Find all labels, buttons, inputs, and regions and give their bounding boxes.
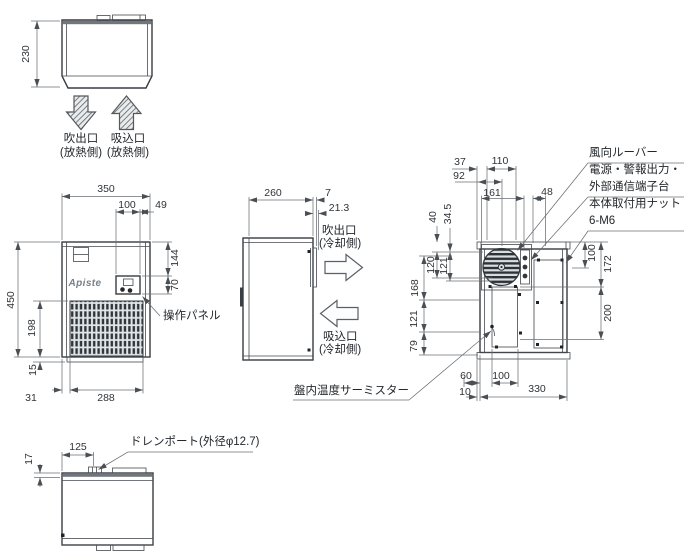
label-cool-side-1: (冷却側)	[319, 238, 362, 250]
label-cool-side-2: (冷却側)	[319, 344, 362, 356]
dim-rear-bottom-1: 60	[460, 369, 472, 382]
airflow-arrows-heat-side	[65, 95, 143, 131]
dim-side-louver-depth: 21.3	[328, 201, 350, 214]
dim-bottom-drain-offset: 125	[69, 440, 87, 453]
label-outlet-heat: 吹出口	[63, 133, 99, 145]
top-view-outline	[31, 14, 153, 89]
callout-mounting-nut: 本体取付用ナット	[589, 198, 681, 210]
label-heat-side-1: (放熱側)	[59, 147, 103, 159]
dim-rear-right-3: 200	[601, 304, 614, 322]
callout-terminal-line1: 電源・警報出力・	[589, 164, 681, 176]
dim-rear-left-1: 40	[426, 211, 439, 223]
dim-front-panel-width: 100	[118, 198, 136, 211]
dim-rear-bottom-2: 10	[459, 385, 471, 398]
rear-view-outline	[293, 162, 684, 401]
dim-front-panel-top: 144	[168, 249, 181, 267]
label-inlet-cool: 吸込口	[323, 331, 358, 343]
terminal-block	[520, 249, 530, 285]
dim-front-grille-height: 198	[25, 319, 38, 337]
airflow-out-down-arrow-icon	[65, 95, 97, 131]
drain-port	[88, 466, 102, 474]
dim-rear-right-2: 172	[601, 255, 614, 273]
dim-top-height: 230	[19, 45, 32, 63]
callout-louver: 風向ルーバー	[589, 147, 658, 159]
brand-logo: Apiste	[68, 278, 102, 289]
dim-front-height: 450	[4, 291, 17, 309]
front-view-outline	[14, 193, 172, 394]
callout-terminal-line2: 外部通信端子台	[589, 181, 670, 193]
dim-side-gap: 7	[325, 186, 331, 199]
dim-rear-left-2: 34.5	[441, 203, 454, 225]
vent-grille	[69, 300, 144, 357]
dim-rear-bottom-4: 330	[528, 382, 546, 395]
dim-front-base-height: 15	[26, 364, 39, 376]
dim-rear-left-3: 120	[424, 256, 437, 274]
airflow-out-right-arrow-icon	[324, 253, 364, 282]
dim-side-depth: 260	[264, 186, 282, 199]
bottom-view-outline	[34, 451, 253, 551]
dim-rear-bottom-3: 100	[492, 369, 510, 382]
operation-panel	[115, 275, 141, 295]
airflow-in-left-arrow-icon	[319, 299, 359, 328]
dim-front-grille-width: 288	[97, 391, 115, 404]
label-heat-side-2: (放熱側)	[106, 147, 150, 159]
dim-rear-top-2: 110	[491, 154, 509, 167]
side-view-outline	[240, 197, 364, 361]
dim-front-left-offset: 31	[25, 391, 37, 404]
dim-rear-right-1: 100	[585, 244, 598, 262]
dim-front-width: 350	[97, 182, 115, 195]
label-outlet-cool: 吹出口	[322, 225, 357, 237]
air-louver	[481, 244, 532, 291]
dim-rear-top-3: 92	[453, 169, 465, 182]
dim-rear-top-4: 161	[483, 186, 501, 199]
callout-operation-panel: 操作パネル	[163, 310, 221, 322]
thermistor-mark	[490, 324, 495, 337]
dim-front-panel-height: 70	[168, 279, 181, 291]
dim-bottom-drain-height: 17	[22, 453, 35, 465]
airflow-in-up-arrow-icon	[110, 95, 143, 131]
label-inlet-heat: 吸込口	[110, 133, 146, 145]
dim-rear-left-7: 79	[407, 340, 420, 352]
callout-thermistor: 盤内温度サーミスター	[294, 385, 409, 397]
dim-rear-left-5: 168	[408, 279, 421, 297]
dim-rear-top-1: 37	[454, 155, 466, 168]
dim-rear-left-4: 121	[437, 257, 450, 275]
dim-rear-left-6: 121	[407, 310, 420, 328]
dim-rear-top-5: 48	[541, 185, 553, 198]
callout-drain-port: ドレンポート(外径φ12.7)	[130, 436, 260, 448]
callout-mounting-nut-spec: 6-M6	[589, 215, 616, 227]
dim-front-panel-offset: 49	[155, 198, 167, 211]
